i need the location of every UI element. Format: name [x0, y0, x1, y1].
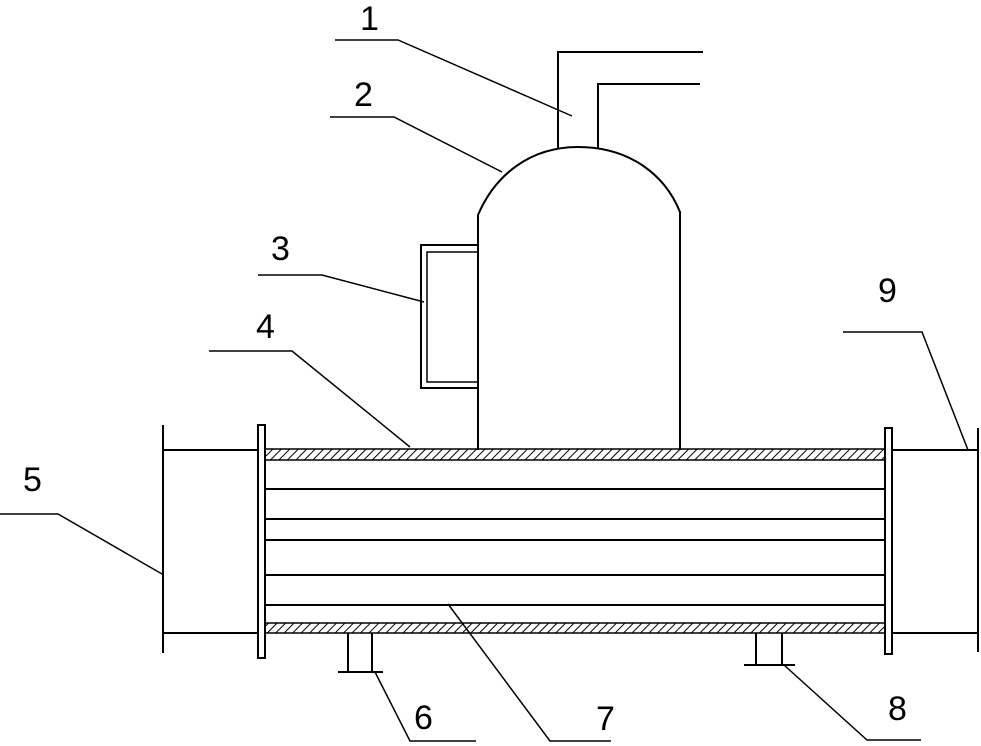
left-flange — [257, 424, 266, 659]
label-5: 5 — [23, 461, 42, 499]
right-bottom-nozzle — [744, 633, 795, 666]
label-7: 7 — [596, 700, 615, 738]
outlet-pipe — [557, 51, 703, 148]
label-9: 9 — [878, 272, 897, 310]
leader-lines — [0, 39, 969, 742]
bottom-shell-wall — [263, 622, 887, 634]
left-head — [162, 425, 258, 653]
label-2: 2 — [354, 76, 373, 114]
right-flange — [884, 427, 893, 655]
side-box — [420, 244, 478, 389]
label-8: 8 — [888, 690, 907, 728]
label-6: 6 — [414, 699, 433, 737]
right-head — [892, 428, 979, 652]
separator-vessel — [477, 145, 681, 450]
label-1: 1 — [360, 0, 379, 38]
label-4: 4 — [256, 308, 275, 346]
label-3: 3 — [271, 230, 290, 268]
top-shell-wall — [263, 448, 887, 461]
left-bottom-nozzle — [338, 633, 383, 673]
tube-bundle — [263, 448, 887, 634]
